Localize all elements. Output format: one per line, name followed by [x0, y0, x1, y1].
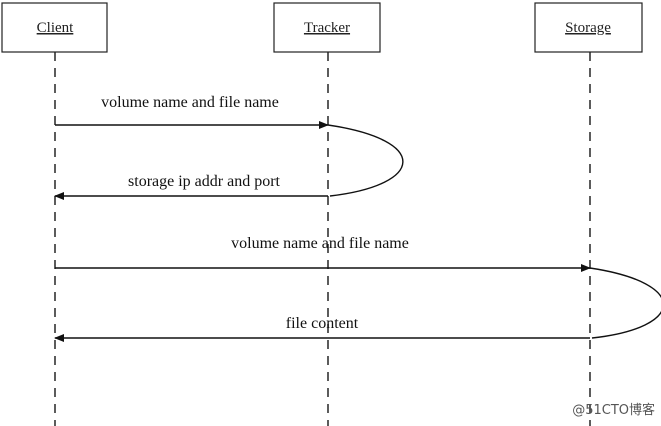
actor-client-box [1, 2, 108, 53]
message-4-label: file content [286, 315, 359, 332]
actor-tracker-box [273, 2, 381, 53]
message-1-label: volume name and file name [101, 94, 279, 111]
actor-client-label: Client [37, 20, 74, 36]
actor-tracker-label: Tracker [304, 20, 350, 36]
actor-storage-box [534, 2, 643, 53]
actor-client: Client [1, 2, 108, 53]
message-2-label: storage ip addr and port [128, 173, 281, 190]
message-3-label: volume name and file name [231, 235, 409, 252]
actor-storage: Storage [534, 2, 643, 53]
actor-storage-label: Storage [565, 20, 611, 36]
tracker-processing-curve [327, 124, 404, 197]
storage-processing-curve [589, 267, 661, 339]
watermark-text: @51CTO博客 [572, 402, 655, 418]
actor-tracker: Tracker [273, 2, 381, 53]
